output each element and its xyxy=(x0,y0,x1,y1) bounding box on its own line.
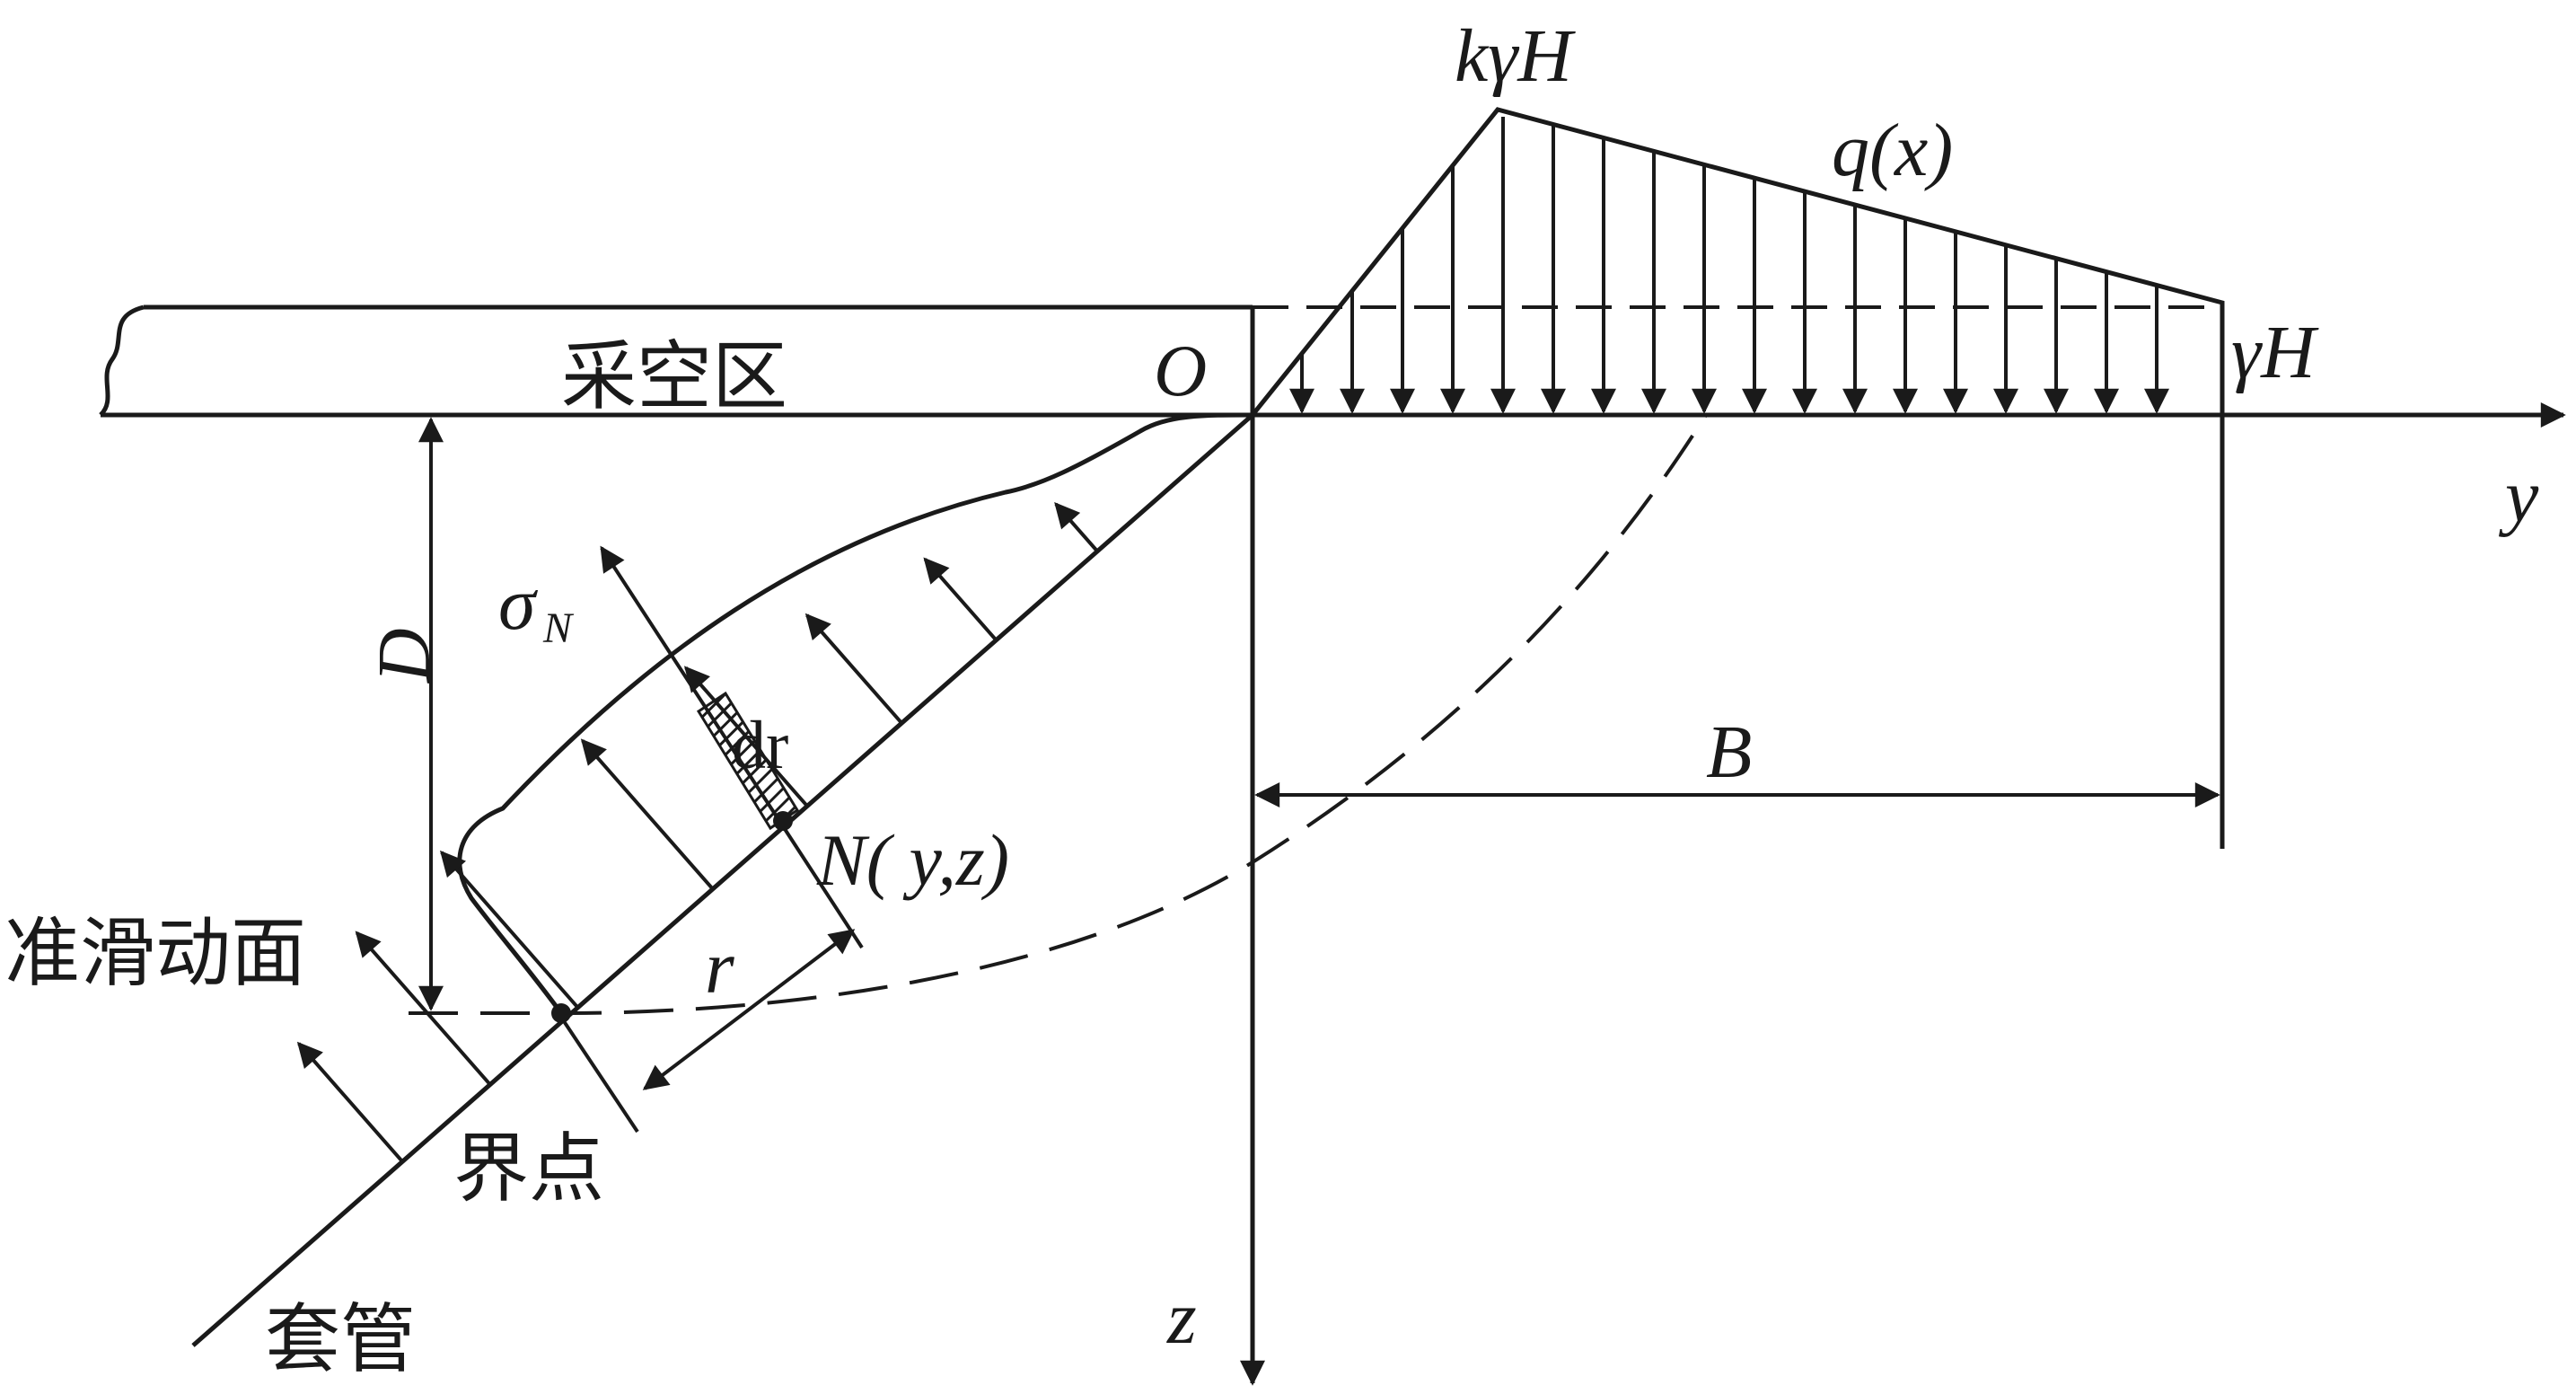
stress-arrow xyxy=(296,1041,404,1163)
boundary-point-marker xyxy=(551,1003,571,1023)
point-n xyxy=(773,811,793,831)
stress-arrow xyxy=(1054,502,1099,553)
stress-envelope xyxy=(296,412,1253,1163)
axes xyxy=(1240,307,2566,1386)
element-label: dr xyxy=(732,708,788,783)
r-arrow xyxy=(642,929,856,1090)
dimension-r xyxy=(557,929,856,1134)
goaf-break-line xyxy=(99,304,145,417)
radius-label: r xyxy=(705,926,734,1010)
width-label: B xyxy=(1706,710,1752,794)
casing-line xyxy=(191,413,1254,1347)
load-function-label: q(x) xyxy=(1832,109,1953,192)
load-outline xyxy=(1251,107,2225,849)
stress-arrow xyxy=(804,613,903,725)
stress-arrows xyxy=(296,502,1099,1163)
origin-label: O xyxy=(1154,330,1207,411)
y-axis-label: y xyxy=(2498,454,2539,538)
element-dr xyxy=(696,691,800,831)
stress-arrow xyxy=(923,557,998,642)
load-diagram xyxy=(1251,107,2225,849)
slip-surface-label: 准滑动面 xyxy=(4,909,306,997)
point-n-label: N( y,z) xyxy=(816,819,1009,901)
r-extension-1 xyxy=(557,1011,639,1134)
stress-arrow xyxy=(439,850,580,1010)
sigma-n-subscript: N xyxy=(542,604,575,652)
load-arrows xyxy=(1289,117,2169,414)
stress-arrow xyxy=(355,931,492,1086)
peak-load-label: kγH xyxy=(1455,14,1576,98)
sigma-n-label: σ xyxy=(498,562,539,646)
end-load-label: γH xyxy=(2231,311,2319,394)
boundary-point-label: 界点 xyxy=(453,1125,604,1213)
goaf-label: 采空区 xyxy=(561,332,787,420)
casing-label: 套管 xyxy=(265,1295,416,1383)
z-axis-label: z xyxy=(1166,1276,1197,1360)
stress-curve xyxy=(457,412,1253,1015)
stress-arrow xyxy=(580,738,715,891)
depth-label: D xyxy=(363,628,446,684)
